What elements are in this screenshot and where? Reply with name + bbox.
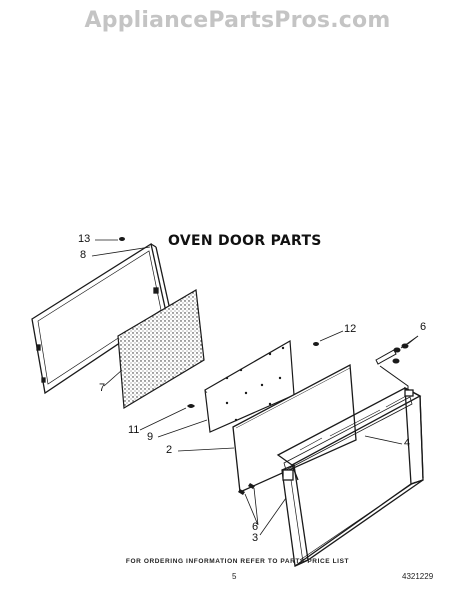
leader-4 (364, 435, 403, 445)
callout-2: 2 (166, 444, 173, 456)
screws-part-6-lower (238, 483, 287, 536)
outer-glass-panel (232, 363, 357, 493)
callout-3: 3 (252, 532, 259, 544)
screw-part-12 (313, 330, 344, 346)
screws-part-6-upper (375, 335, 419, 394)
watermark-text: AppliancePartsPros.com (84, 8, 391, 33)
callout-6-lower: 6 (252, 521, 259, 533)
callout-6-upper: 6 (420, 321, 427, 333)
page-number: 5 (232, 572, 237, 581)
insulation-part (117, 289, 205, 410)
door-frame-part (276, 386, 424, 567)
ordering-info-note: FOR ORDERING INFORMATION REFER TO PARTS … (125, 558, 350, 565)
leader-2 (177, 447, 235, 452)
leader-8 (91, 246, 151, 257)
callout-12: 12 (344, 323, 357, 335)
callout-7: 7 (99, 382, 106, 394)
leader-7 (103, 369, 123, 387)
clip-part-11 (139, 404, 195, 431)
screw-part-13 (95, 237, 125, 241)
callout-11: 11 (128, 424, 140, 436)
callout-4: 4 (404, 437, 411, 449)
callout-13: 13 (78, 233, 91, 245)
callout-8: 8 (80, 249, 87, 261)
document-part-number: 4321229 (402, 572, 434, 581)
callout-9: 9 (147, 431, 154, 443)
leader-9 (157, 419, 208, 438)
diagram-title: OVEN DOOR PARTS (168, 233, 322, 249)
